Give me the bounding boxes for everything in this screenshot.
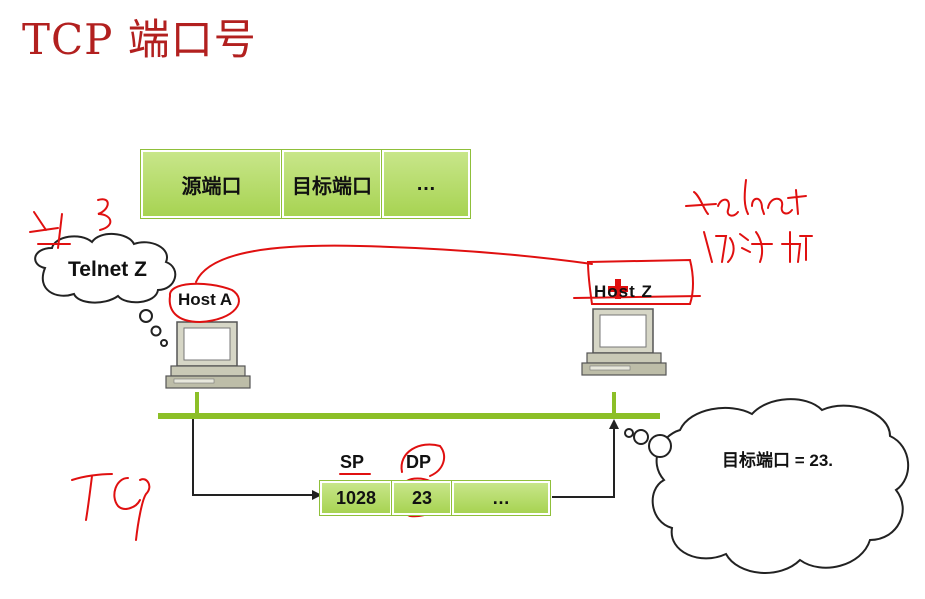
slide-title: TCP 端口号 [22, 15, 257, 64]
telnet-thought-cloud [34, 233, 177, 347]
red-cross-icon [608, 279, 628, 299]
host-z-computer-icon [581, 308, 667, 376]
segment-field-more: … [452, 481, 550, 515]
header-field-source-port: 源端口 [141, 150, 282, 218]
header-field-dest-port: 目标端口 [282, 150, 382, 218]
data-flow-arrow [192, 419, 619, 500]
network-bus [158, 413, 660, 419]
segment-field-dest-port: 23 [392, 481, 452, 515]
header-field-more: … [382, 150, 470, 218]
handwritten-annotations [29, 179, 813, 541]
host-a-computer-icon [165, 321, 251, 389]
host-a-label: Host A [178, 290, 233, 309]
telnet-thought-text: Telnet Z [68, 258, 147, 281]
host-z-label: Host Z [594, 282, 653, 301]
dp-label: DP [406, 452, 432, 472]
port-callout-cloud [624, 398, 910, 574]
callout-text: 目标端口 = 23. [722, 451, 834, 470]
segment-field-source-port: 1028 [320, 481, 392, 515]
sp-label: SP [340, 452, 365, 472]
